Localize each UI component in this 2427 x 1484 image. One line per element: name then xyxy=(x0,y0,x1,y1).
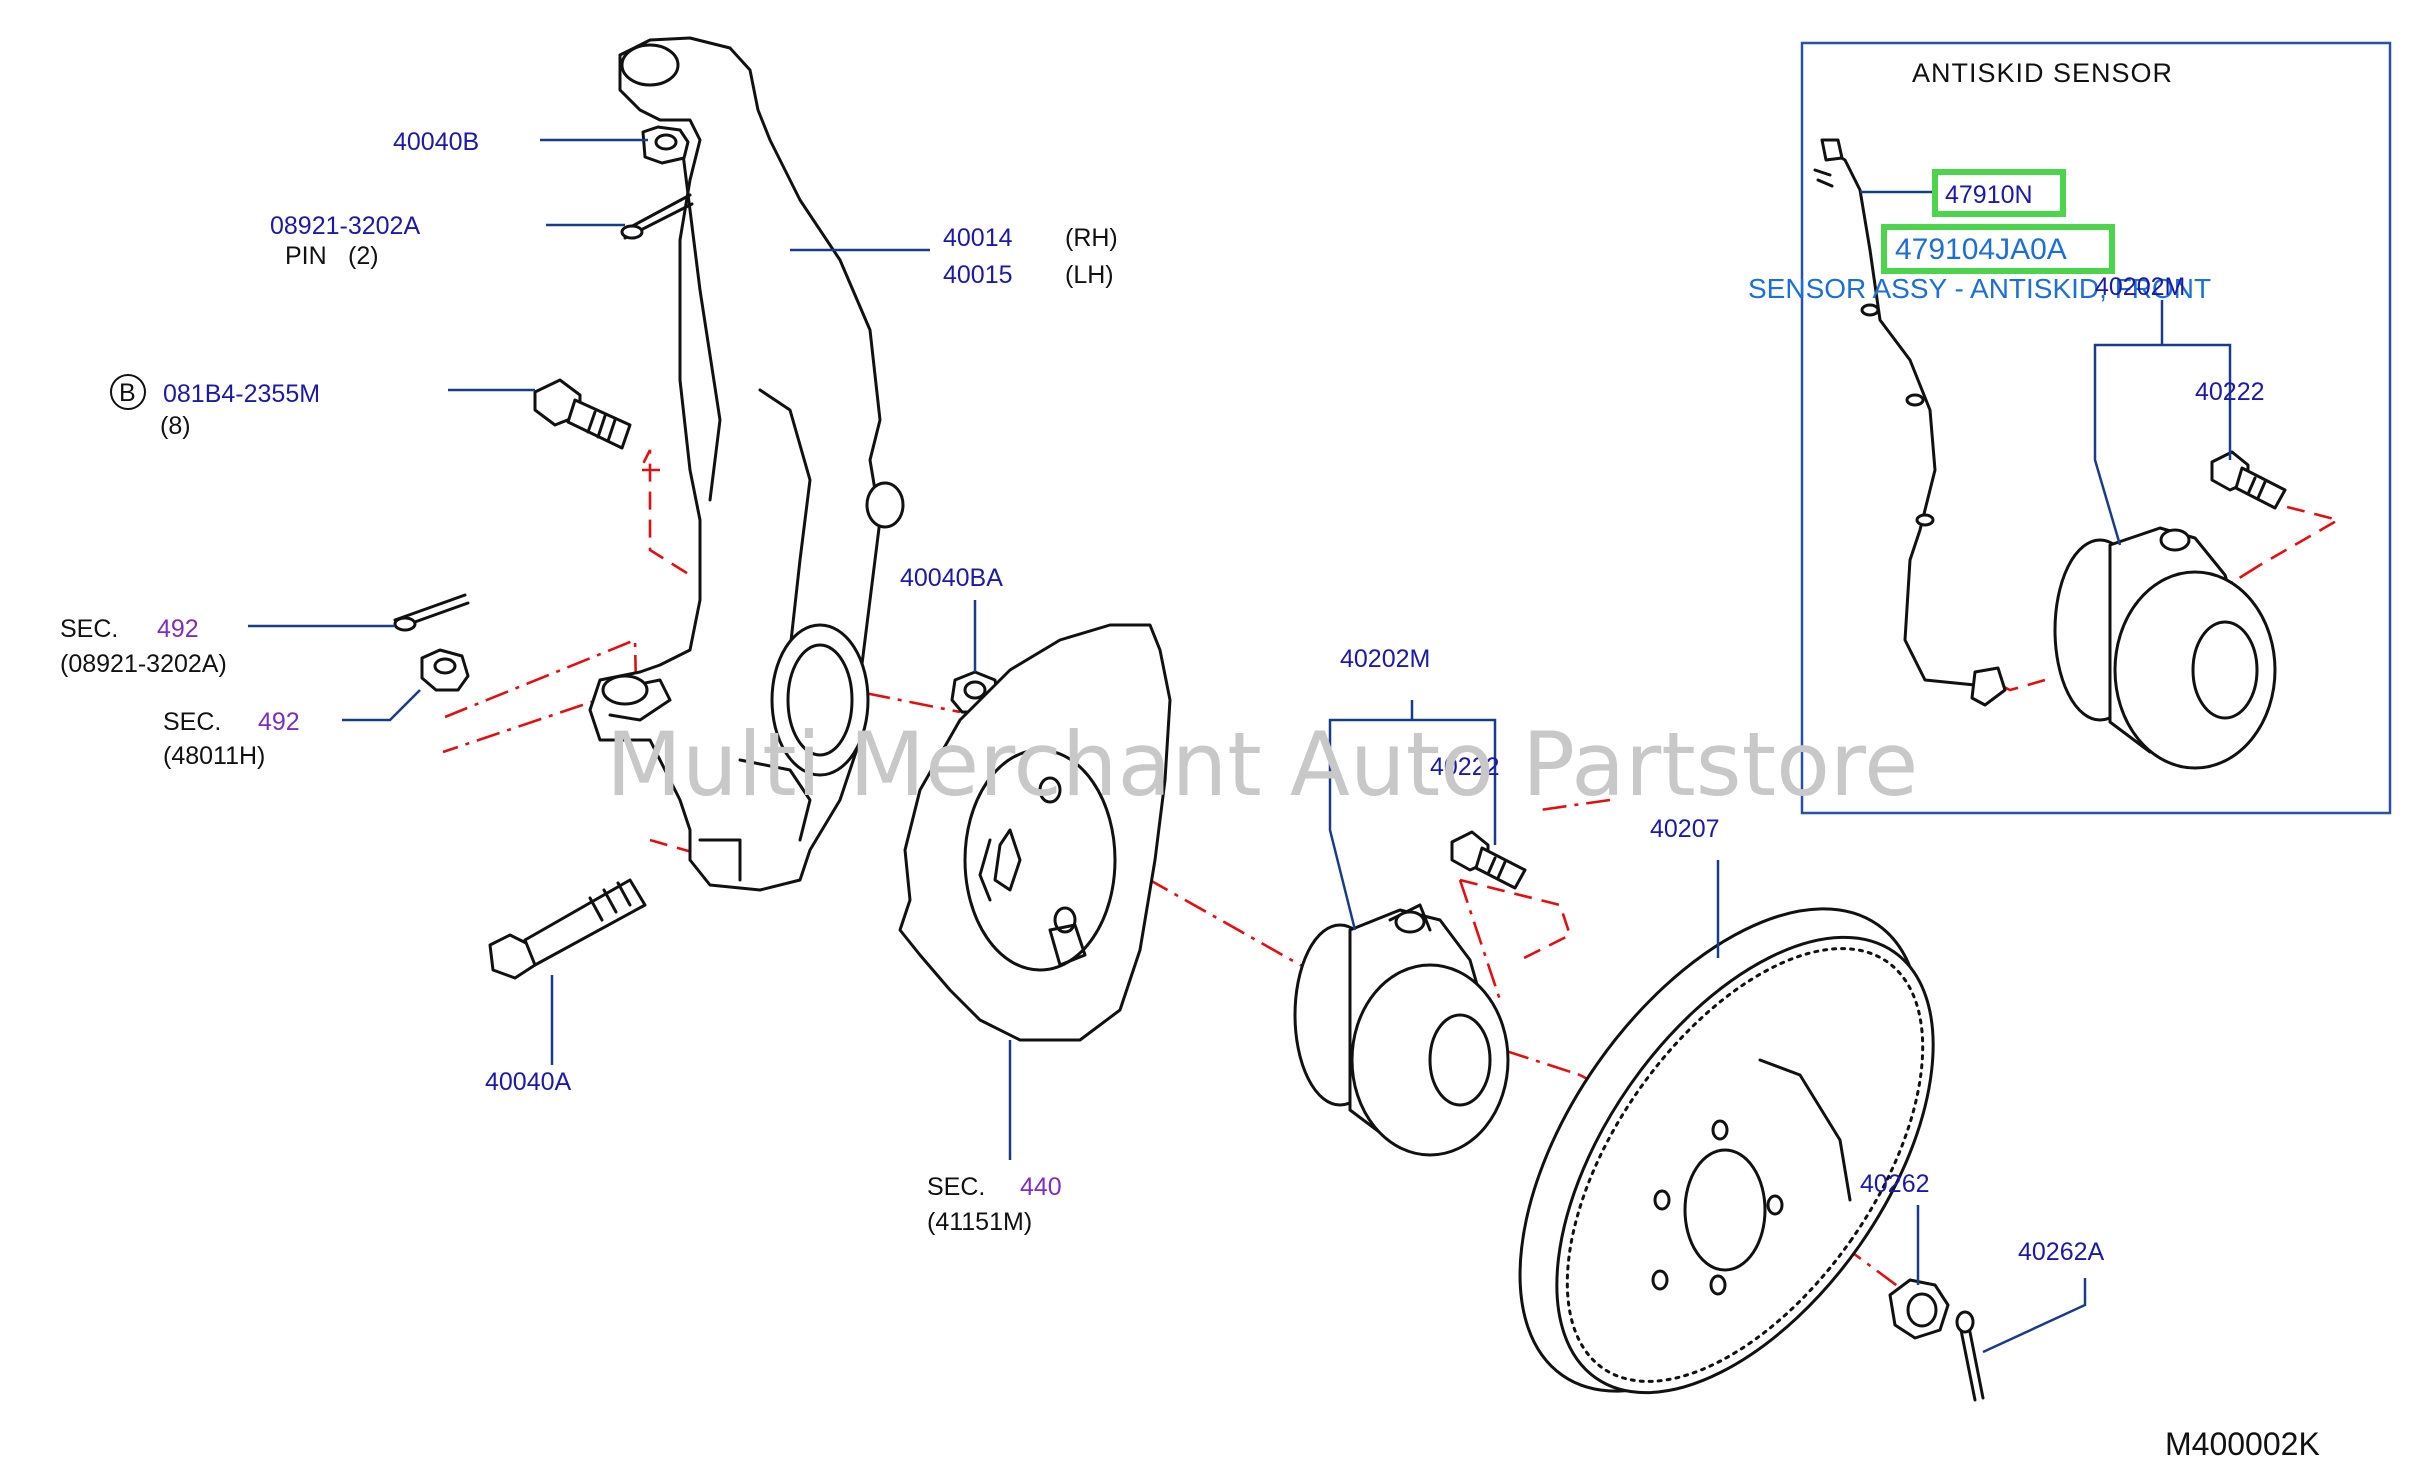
dust-shield-sec-440 xyxy=(898,623,1172,1042)
b-mark-circle xyxy=(110,374,146,410)
diagram-code: M400002K xyxy=(2165,1426,2320,1462)
bolt-081B4-2355M xyxy=(533,378,632,450)
cotter-pin-40262A xyxy=(1955,1310,1985,1402)
label-479104JA0A[interactable]: 479104JA0A xyxy=(1895,233,2067,266)
sensor-caption: SENSOR ASSY - ANTISKID, FRONT xyxy=(1748,273,2211,304)
label-sec-1: SEC. xyxy=(60,615,118,643)
label-40222[interactable]: 40222 xyxy=(1430,753,1500,781)
label-40014[interactable]: 40014 xyxy=(943,224,1013,252)
label-pin-qty: (2) xyxy=(348,242,379,270)
label-47910N[interactable]: 47910N xyxy=(1945,181,2033,209)
hub-nut-40262 xyxy=(1888,1278,1950,1340)
label-40040BA[interactable]: 40040BA xyxy=(900,564,1003,592)
nut-40040B xyxy=(641,125,690,165)
label-40207[interactable]: 40207 xyxy=(1650,815,1720,843)
label-40262[interactable]: 40262 xyxy=(1860,1170,1930,1198)
inset-title: ANTISKID SENSOR xyxy=(1912,58,2173,88)
label-qty-8: (8) xyxy=(160,412,191,440)
label-40202M[interactable]: 40202M xyxy=(1340,645,1430,673)
label-40040B[interactable]: 40040B xyxy=(393,128,479,156)
label-pin: PIN xyxy=(285,242,327,270)
label-sec-440[interactable]: 440 xyxy=(1020,1173,1062,1201)
label-40262A[interactable]: 40262A xyxy=(2018,1238,2105,1266)
highlight-box-47910N xyxy=(1932,169,2066,217)
inset-label-40202M[interactable]: 40202M xyxy=(2095,273,2185,301)
label-08921-3202A[interactable]: 08921-3202A xyxy=(270,212,420,240)
cotter-pin-sec-492 xyxy=(393,593,470,632)
hub-bolt-40222 xyxy=(1450,830,1527,890)
hub-bearing-assembly-40202M xyxy=(1293,903,1510,1157)
cotter-pin-08921-3202A xyxy=(620,193,694,240)
label-rh: (RH) xyxy=(1065,224,1118,252)
label-sec-492b-sub: (48011H) xyxy=(163,742,265,770)
b-mark: B xyxy=(119,379,136,407)
label-sec-3: SEC. xyxy=(927,1173,985,1201)
label-lh: (LH) xyxy=(1065,261,1114,289)
inset-label-40222[interactable]: 40222 xyxy=(2195,378,2265,406)
brake-rotor-40207 xyxy=(1518,907,1935,1395)
antiskid-sensor-wire xyxy=(1813,138,2007,707)
watermark: Multi Merchant Auto Partstore xyxy=(606,713,1918,816)
leader-lines xyxy=(248,138,2232,1354)
antiskid-sensor-inset-box xyxy=(1800,41,2392,815)
label-sec-492-sub: (08921-3202A) xyxy=(60,650,227,678)
bolt-40040A xyxy=(488,878,647,980)
label-40040A[interactable]: 40040A xyxy=(485,1068,572,1096)
label-sec-492[interactable]: 492 xyxy=(157,615,199,643)
label-sec-440-sub: (41151M) xyxy=(927,1208,1032,1236)
inset-hub-bolt-40222 xyxy=(2210,450,2287,510)
label-sec-2: SEC. xyxy=(163,708,221,736)
inset-hub-bearing-assembly xyxy=(2053,526,2277,770)
label-40015[interactable]: 40015 xyxy=(943,261,1013,289)
label-081B4-2355M[interactable]: 081B4-2355M xyxy=(163,380,320,408)
highlight-box-479104JA0A xyxy=(1881,224,2115,274)
nut-sec-492-48011H xyxy=(420,648,470,692)
label-sec-492b[interactable]: 492 xyxy=(258,708,300,736)
